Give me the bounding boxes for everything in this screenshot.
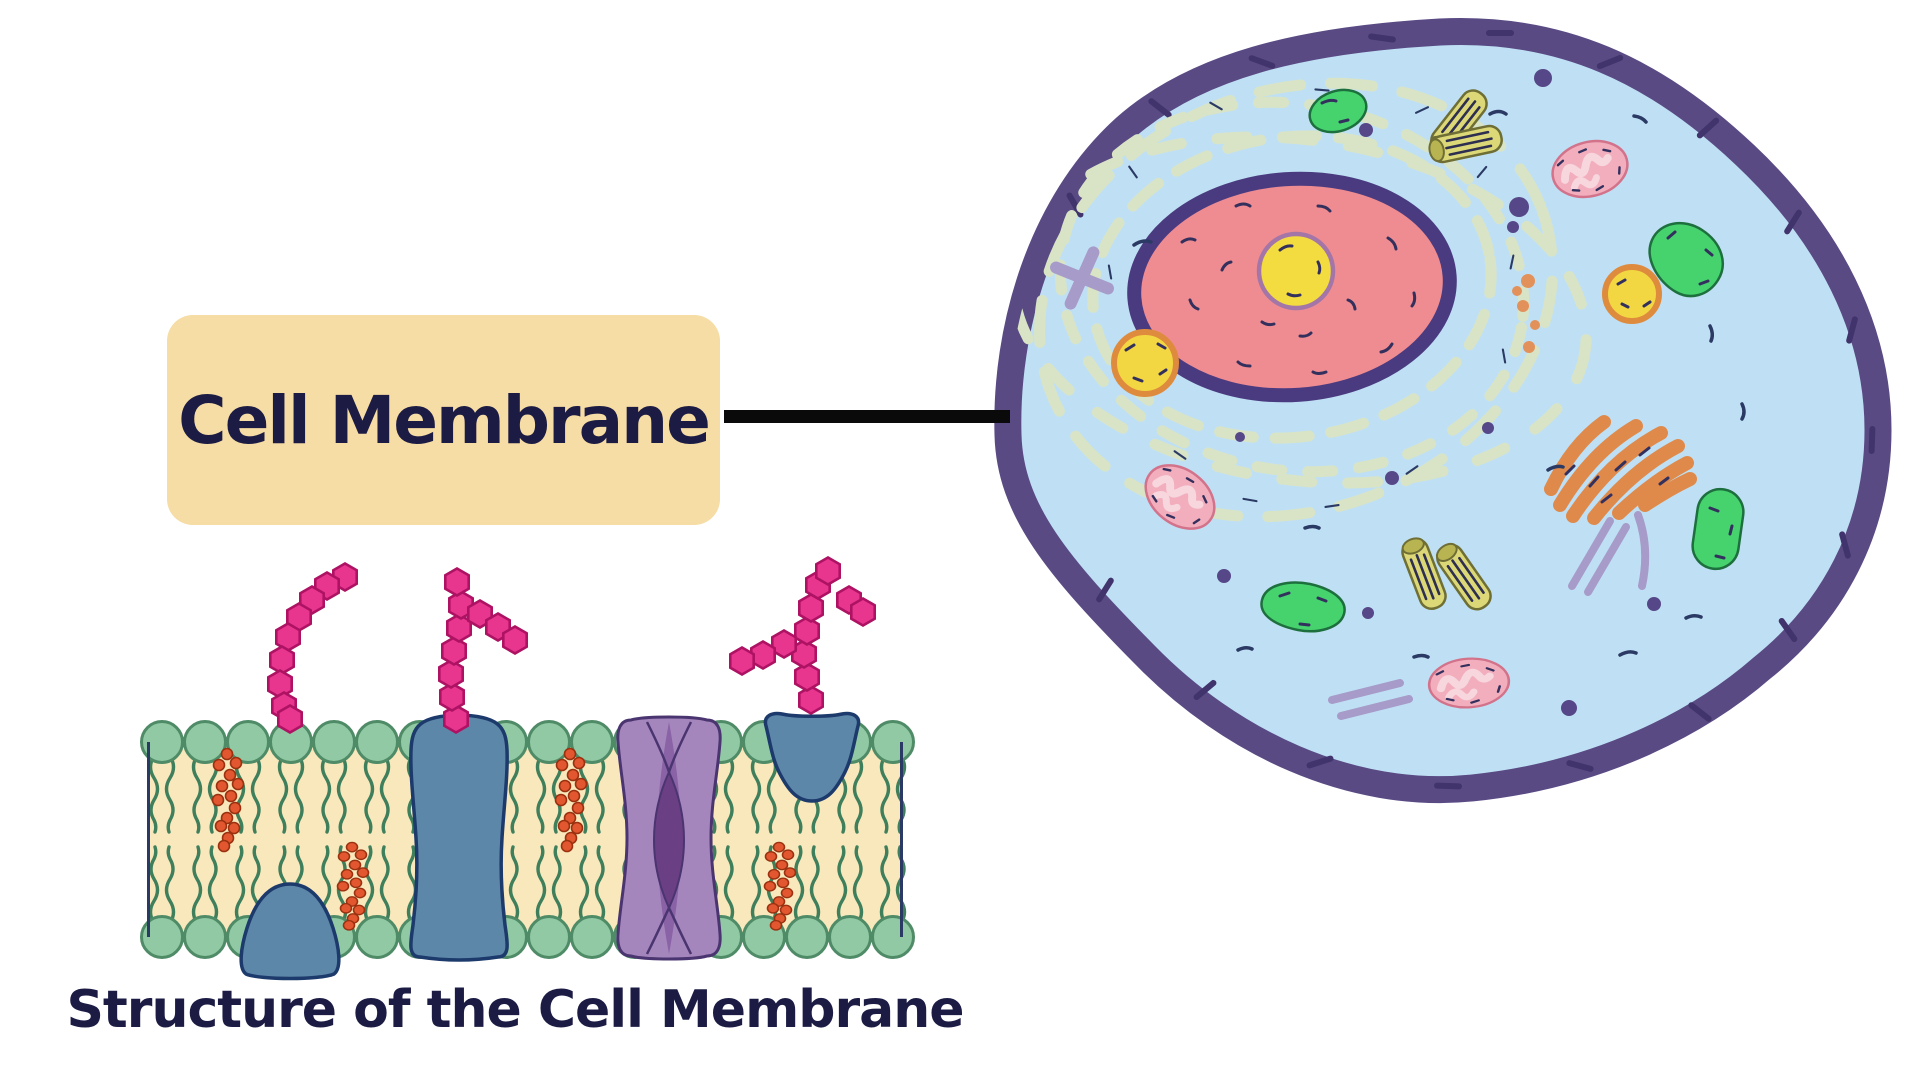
cytoplasm-texture (1132, 109, 1746, 659)
figure-caption: Structure of the Cell Membrane (57, 978, 973, 1042)
lysosomes (1260, 88, 1745, 633)
glycoprotein-chain-1 (437, 567, 529, 734)
vesicle-dots (1217, 69, 1661, 716)
bilayer-edges (147, 742, 903, 937)
callout-connector-line (724, 410, 1010, 423)
nucleolus (1256, 231, 1336, 311)
callout-label-box: Cell Membrane (167, 315, 720, 525)
channel-protein (616, 715, 722, 961)
transport-protein (409, 713, 509, 962)
peripheral-protein (239, 882, 341, 981)
callout-label-text: Cell Membrane (178, 381, 711, 459)
figure-caption-text: Structure of the Cell Membrane (66, 980, 964, 1040)
membrane-structure-diagram (139, 556, 916, 981)
nucleus-texture (1180, 202, 1417, 375)
glycolipid-chain (266, 562, 359, 734)
glycoprotein-chains (266, 556, 877, 734)
nucleus (1127, 171, 1457, 403)
cytoskeleton-filaments (1050, 246, 1650, 720)
animal-cell (978, 13, 1878, 790)
golgi-apparatus (1544, 415, 1697, 525)
glycoprotein-chain-2 (728, 556, 877, 715)
receptor-protein (763, 711, 861, 803)
vacuoles (1111, 264, 1662, 397)
